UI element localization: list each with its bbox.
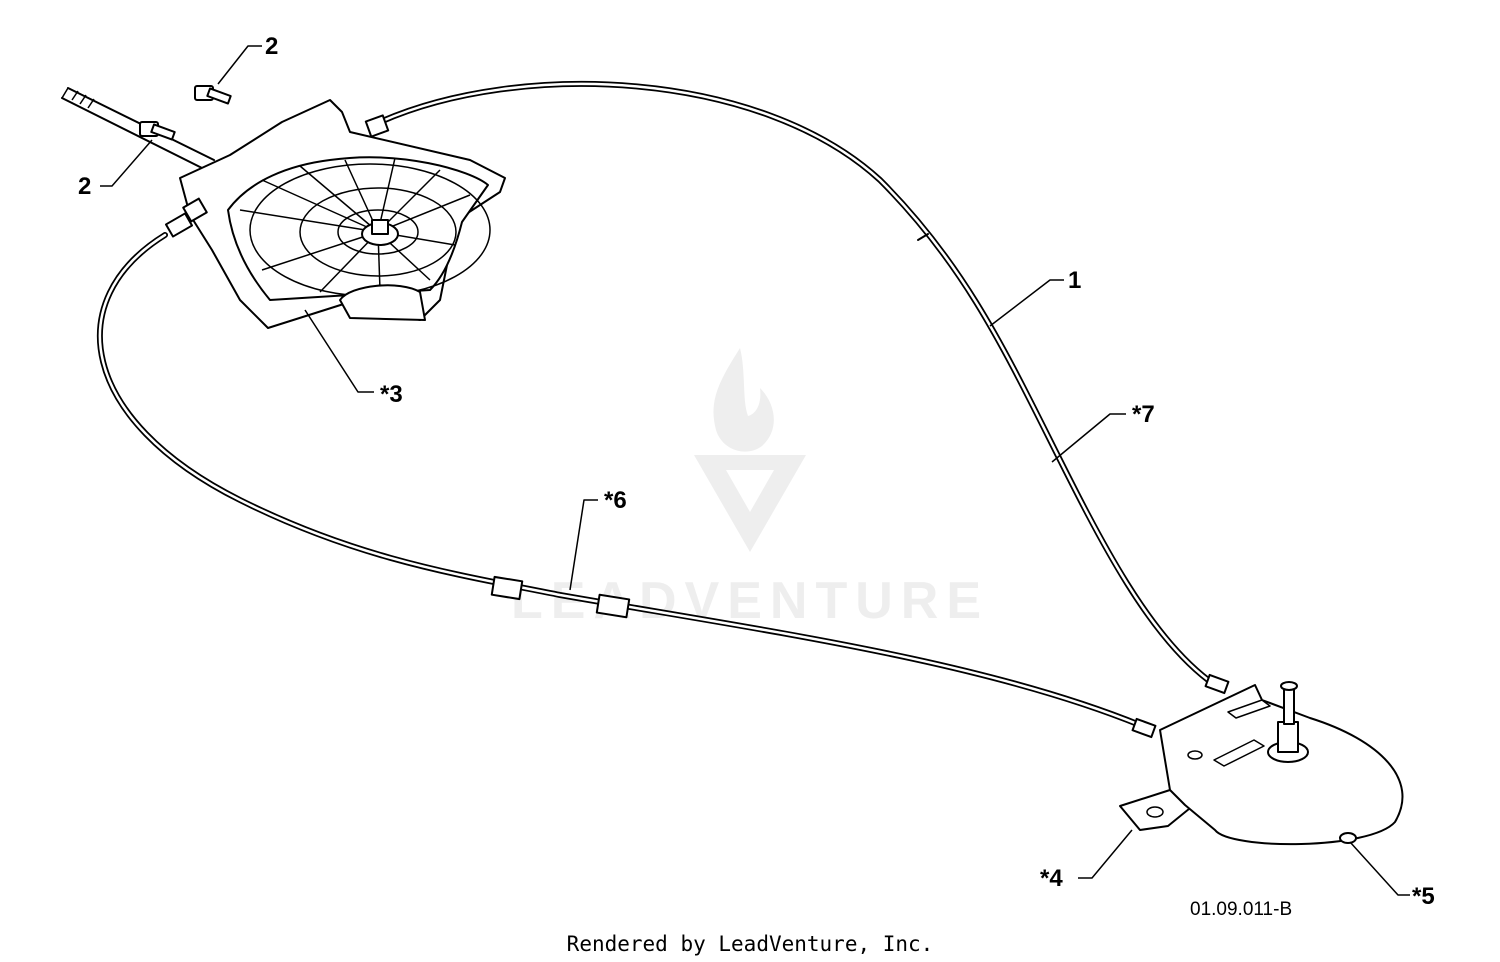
v-logo-icon [694,455,806,552]
callout-7: *7 [1132,401,1155,428]
leadventure-watermark: LEADVENTURE [511,348,981,630]
shift-rod [61,87,215,173]
callout-2-top: 2 [265,33,278,60]
callout-3: *3 [380,381,403,408]
footer-credit: Rendered by LeadVenture, Inc. [567,932,934,956]
callout-6: *6 [604,487,627,514]
callout-2-left: 2 [78,173,91,200]
flame-logo-icon [713,348,774,452]
callout-4: *4 [1040,865,1063,892]
callout-5: *5 [1412,883,1435,910]
bolt-top [194,85,232,105]
shift-lever-assembly [164,99,506,329]
leader-lines [100,45,1410,896]
cable-upper [377,81,1218,688]
bracket-assembly [1119,673,1404,846]
bolt-left [139,121,176,141]
callout-1: 1 [1068,267,1081,294]
cable-lower [97,232,1143,728]
drawing-code: 01.09.011-B [1190,899,1292,920]
